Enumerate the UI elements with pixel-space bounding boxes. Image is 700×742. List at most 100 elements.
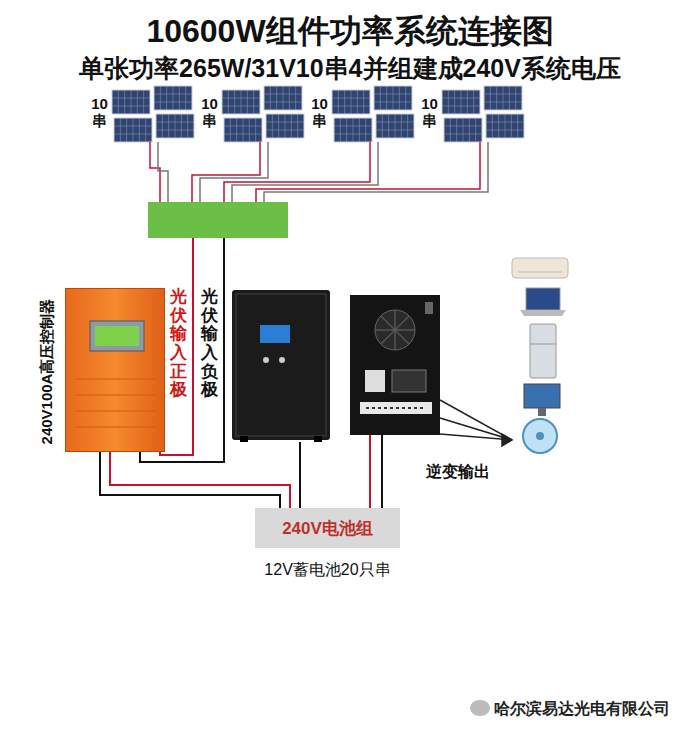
panel-grid bbox=[363, 90, 364, 114]
panel-grid bbox=[388, 114, 389, 138]
panel-grid bbox=[332, 98, 370, 99]
panel-grid bbox=[492, 114, 493, 138]
panel-grid bbox=[344, 90, 345, 114]
panel-grid bbox=[401, 114, 402, 138]
panel-grid bbox=[382, 114, 383, 138]
housing-rib bbox=[76, 379, 156, 380]
panel-grid bbox=[353, 118, 354, 142]
panel-grid bbox=[185, 86, 186, 110]
panel-grid bbox=[444, 134, 482, 135]
battery-bank: 240V电池组12V蓄电池20只串 bbox=[255, 508, 400, 548]
battery-wires bbox=[300, 435, 382, 508]
panel-grid bbox=[255, 118, 256, 142]
panel-grid bbox=[156, 130, 194, 131]
panel-wire bbox=[192, 142, 260, 202]
panel-wire bbox=[264, 142, 488, 202]
panel-grid bbox=[154, 94, 192, 95]
panel-grid bbox=[253, 90, 254, 114]
subtitle: 单张功率265W/31V10串4并组建成240V系统电压 bbox=[0, 52, 700, 85]
inverter bbox=[350, 295, 440, 435]
panel-grid bbox=[461, 90, 462, 114]
panel-grid bbox=[228, 90, 229, 114]
panel-grid bbox=[173, 86, 174, 110]
panel-grid bbox=[395, 114, 396, 138]
panel-grid bbox=[133, 118, 134, 142]
panel-grid bbox=[511, 114, 512, 138]
panel-grid bbox=[515, 86, 516, 110]
panel-grid bbox=[266, 122, 304, 123]
panel-grid bbox=[467, 90, 468, 114]
panel-grid bbox=[407, 114, 408, 138]
panel-grid bbox=[264, 102, 302, 103]
panel-grid bbox=[243, 118, 244, 142]
panel-grid bbox=[114, 126, 152, 127]
panel-grid bbox=[484, 102, 522, 103]
solar-panel bbox=[264, 86, 302, 110]
battery-note: 12V蓄电池20只串 bbox=[235, 560, 420, 581]
panel-grid bbox=[175, 114, 176, 138]
solar-panel bbox=[486, 114, 524, 138]
solar-panel bbox=[222, 90, 260, 114]
panel-grid bbox=[450, 118, 451, 142]
panel-grid bbox=[179, 86, 180, 110]
panel-wire bbox=[200, 142, 268, 202]
panel-grid bbox=[469, 118, 470, 142]
solar-panel bbox=[374, 86, 412, 110]
panel-grid bbox=[224, 134, 262, 135]
panel-grid bbox=[222, 106, 260, 107]
panel-grid bbox=[442, 98, 480, 99]
solar-panel bbox=[332, 90, 370, 114]
panel-wire bbox=[232, 142, 378, 202]
panel-grid bbox=[168, 114, 169, 138]
solar-panel bbox=[112, 90, 150, 114]
solar-panel bbox=[266, 114, 304, 138]
panel-grid bbox=[162, 114, 163, 138]
combiner-box bbox=[148, 202, 288, 238]
panel-grid bbox=[334, 134, 372, 135]
panel-grid bbox=[234, 90, 235, 114]
panel-grid bbox=[463, 118, 464, 142]
panel-grid bbox=[346, 118, 347, 142]
housing-rib bbox=[76, 395, 156, 396]
panel-grid bbox=[340, 118, 341, 142]
panel-grid bbox=[230, 118, 231, 142]
panel-grid bbox=[365, 118, 366, 142]
solar-panel bbox=[114, 118, 152, 142]
panel-grid bbox=[120, 118, 121, 142]
panel-grid bbox=[181, 114, 182, 138]
panel-grid bbox=[386, 86, 387, 110]
panel-grid bbox=[270, 86, 271, 110]
solar-panels bbox=[112, 86, 524, 142]
panel-grid bbox=[187, 114, 188, 138]
controller-name: 240V100A高压控制器 bbox=[39, 298, 58, 444]
panel-grid bbox=[278, 114, 279, 138]
title: 10600W组件功率系统连接图 bbox=[0, 10, 700, 54]
string-count-text: 10串 bbox=[419, 96, 440, 129]
string-count-text: 10串 bbox=[89, 96, 110, 129]
string-count: 10串 bbox=[419, 96, 440, 129]
panel-grid bbox=[156, 122, 194, 123]
display-screen bbox=[95, 326, 139, 346]
panel-grid bbox=[224, 126, 262, 127]
panel-grid bbox=[114, 134, 152, 135]
panel-grid bbox=[486, 130, 524, 131]
panel-grid bbox=[291, 114, 292, 138]
panel-grid bbox=[442, 106, 480, 107]
panel-grid bbox=[475, 118, 476, 142]
solar-panel bbox=[444, 118, 482, 142]
panel-grid bbox=[351, 90, 352, 114]
housing-rib bbox=[76, 427, 156, 428]
positive-wire bbox=[110, 452, 290, 508]
panel-grid bbox=[249, 118, 250, 142]
panel-grid bbox=[359, 118, 360, 142]
panel-wire bbox=[158, 142, 168, 202]
solar-panel bbox=[156, 114, 194, 138]
pv-positive-label: 光伏输入正极 bbox=[170, 288, 187, 400]
controller-display bbox=[66, 289, 166, 453]
panel-grid bbox=[247, 90, 248, 114]
negative-wire bbox=[100, 452, 280, 508]
housing-rib bbox=[76, 411, 156, 412]
panel-grid bbox=[454, 90, 455, 114]
string-count: 10串 bbox=[309, 96, 330, 129]
solar-panel bbox=[442, 90, 480, 114]
